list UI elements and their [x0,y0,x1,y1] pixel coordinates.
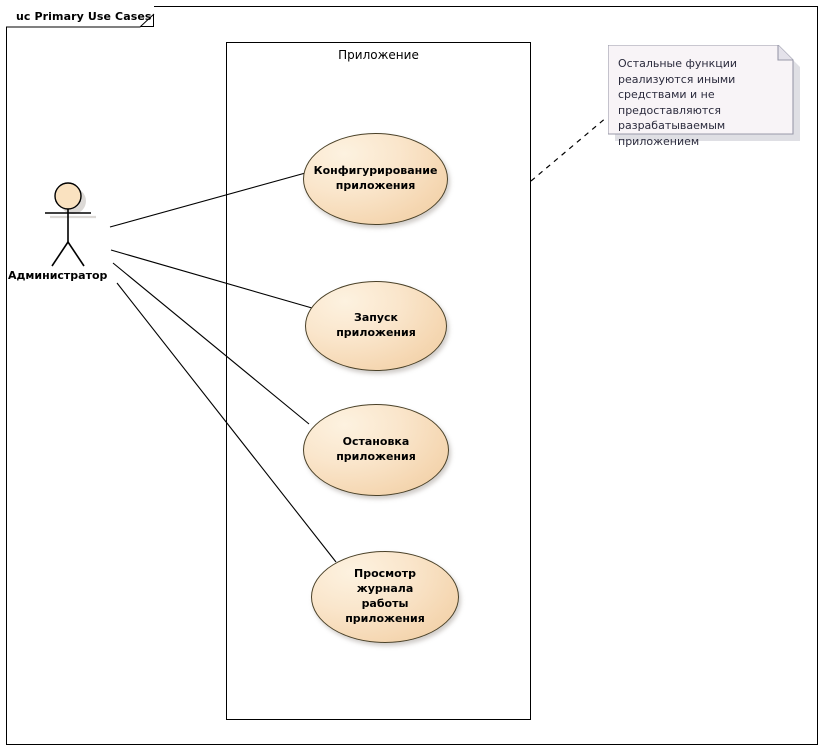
system-boundary-label: Приложение [338,48,419,62]
note-box[interactable]: Остальные функции реализуются иными сред… [607,44,800,148]
use-case-configure[interactable]: Конфигурирование приложения [303,133,448,225]
use-case-label: Просмотр журнала работы приложения [345,567,425,625]
system-boundary-box [226,42,531,720]
frame-title-label: uc Primary Use Cases [16,10,152,23]
frame-tab-shape-icon [6,6,155,28]
use-case-label: Конфигурирование приложения [313,164,438,192]
frame-title-tab: uc Primary Use Cases [6,6,155,28]
use-case-label: Запуск приложения [336,311,416,339]
stick-figure-actor-icon [45,182,96,267]
actor-label: Администратор [8,269,108,282]
use-case-view-log[interactable]: Просмотр журнала работы приложения [311,551,459,643]
use-case-stop[interactable]: Остановка приложения [303,404,449,496]
note-text: Остальные функции реализуются иными сред… [618,57,738,149]
note-shape-icon [607,44,800,141]
use-case-label: Остановка приложения [336,435,416,463]
use-case-start[interactable]: Запуск приложения [305,281,447,371]
actor-administrator[interactable] [38,178,102,270]
